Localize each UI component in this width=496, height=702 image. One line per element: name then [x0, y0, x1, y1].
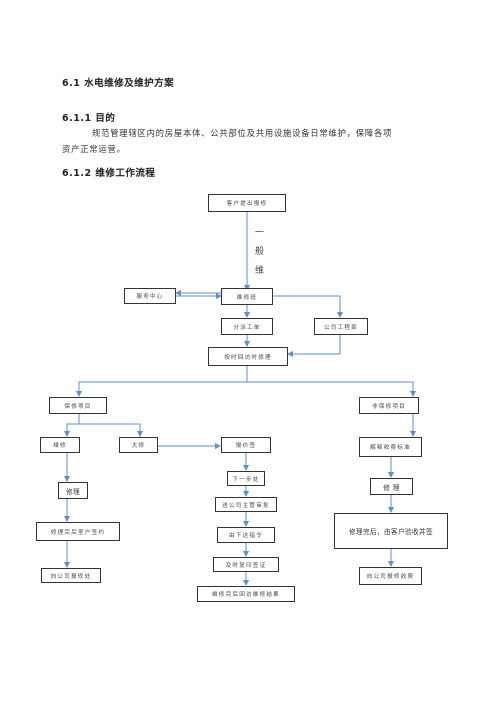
- dispatch-order-box: 分派工单: [221, 318, 273, 335]
- quote-box: 报价签: [221, 437, 271, 453]
- submit-approval-box: 送公司主管审批: [215, 497, 277, 512]
- general-repair-char-1: 一: [255, 228, 265, 238]
- next-step-box: 下一步处: [227, 471, 265, 486]
- wait-order-box: 由下达指令: [217, 527, 275, 543]
- general-repair-char-2: 般: [255, 247, 265, 257]
- customer-report-box: 客户提出报修: [208, 194, 286, 212]
- major-repair-box: 大修: [119, 437, 158, 453]
- general-repair-char-3: 维: [255, 266, 265, 276]
- authorization-box: 及时复印签证: [213, 557, 279, 572]
- minor-repair-box: 维修: [40, 437, 80, 453]
- callback-box: 按时回访时修理: [208, 347, 288, 366]
- report-repair-box: 向公司报修处: [41, 568, 101, 583]
- after-fix-signoff-box: 修理完后，由客户验收并签: [334, 513, 448, 549]
- report-fee-box: 向公司报修收费: [359, 567, 422, 585]
- purpose-heading: 6.1.1 目的: [62, 113, 116, 124]
- repair-team-box: 维修班: [221, 288, 273, 305]
- section-heading: 6.1 水电维修及维护方案: [62, 78, 175, 89]
- purpose-text-line1: 规范管理辖区内的房屋本体、公共部位及共用设施设备日常维护，保障各项: [92, 128, 393, 138]
- fix-box: 修 理: [370, 478, 413, 495]
- service-center-box: 服务中心: [124, 288, 176, 304]
- result-callback-box: 维修完后回访维修结果: [197, 586, 295, 602]
- repair-box: 修理: [58, 482, 88, 499]
- engineering-dept-box: 公司工程部: [314, 318, 368, 335]
- explain-fee-box: 解释收费标准: [359, 437, 422, 457]
- purpose-text-line2: 资产正常运营。: [62, 144, 126, 154]
- warranty-items-box: 保修项目: [49, 397, 107, 414]
- repair-signoff-box: 修理完后室户签约: [36, 522, 120, 541]
- non-warranty-items-box: 非保修项目: [359, 397, 419, 414]
- flow-heading: 6.1.2 维修工作流程: [62, 168, 156, 179]
